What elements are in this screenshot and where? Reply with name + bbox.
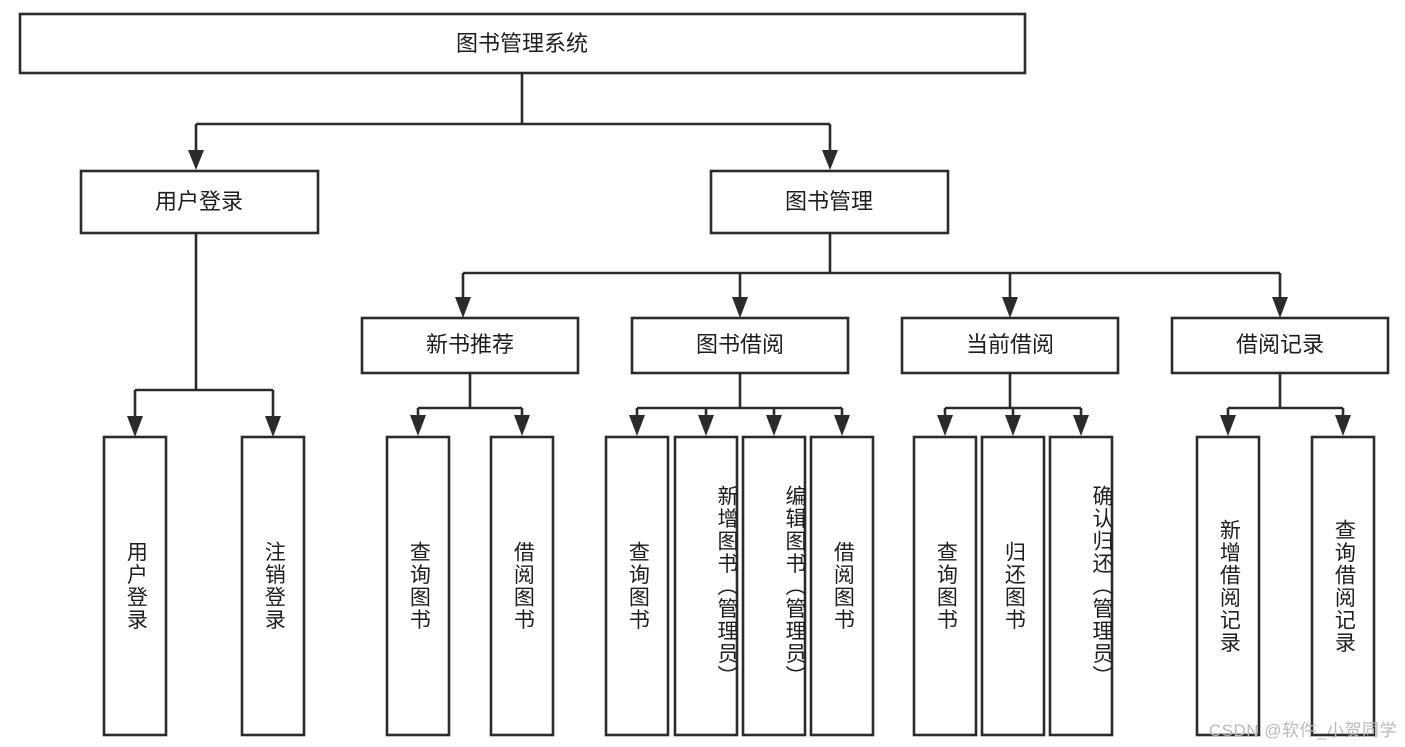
node-root[interactable]: 图书管理系统: [18, 12, 1027, 75]
leaf-box-user-login-1[interactable]: [240, 435, 306, 737]
connector-book-manage-to-level3: [455, 233, 1288, 318]
leaf-box-borrow-record-1[interactable]: [1310, 435, 1376, 737]
leaf-box-current-borrow-2[interactable]: [1048, 435, 1114, 737]
node-user-login-label: 用户登录: [155, 189, 243, 214]
leaf-box-user-login-0[interactable]: [102, 435, 168, 737]
node-borrow-record[interactable]: 借阅记录: [1170, 316, 1390, 375]
node-root-label: 图书管理系统: [456, 31, 588, 56]
connector-new-book-to-leaves: [410, 373, 530, 436]
node-book-manage[interactable]: 图书管理: [709, 169, 950, 235]
connector-user-login-to-leaves: [127, 233, 281, 437]
node-book-borrow[interactable]: 图书借阅: [630, 316, 850, 375]
leaf-box-borrow-record-0[interactable]: [1195, 435, 1261, 737]
leaf-box-current-borrow-1[interactable]: [980, 435, 1046, 737]
connector-book-borrow-to-leaves: [629, 373, 850, 436]
node-user-login[interactable]: 用户登录: [79, 169, 320, 235]
connector-root-to-level2: [188, 73, 838, 170]
watermark-text: CSDN @软件_小贺同学: [1208, 721, 1397, 740]
leaf-box-book-borrow-3[interactable]: [809, 435, 875, 737]
leaf-box-book-borrow-2[interactable]: [741, 435, 807, 737]
node-current-borrow-label: 当前借阅: [966, 332, 1054, 357]
leaf-box-current-borrow-0[interactable]: [912, 435, 978, 737]
leaf-box-book-borrow-0[interactable]: [604, 435, 670, 737]
leaf-box-new-book-0[interactable]: [385, 435, 451, 737]
node-new-book-recommend-label: 新书推荐: [426, 332, 514, 357]
leaf-box-book-borrow-1[interactable]: [673, 435, 739, 737]
node-book-borrow-label: 图书借阅: [696, 332, 784, 357]
connector-current-borrow-to-leaves: [937, 373, 1089, 436]
node-current-borrow[interactable]: 当前借阅: [900, 316, 1120, 375]
node-borrow-record-label: 借阅记录: [1236, 332, 1324, 357]
node-new-book-recommend[interactable]: 新书推荐: [360, 316, 580, 375]
node-book-manage-label: 图书管理: [785, 189, 873, 214]
connector-borrow-record-to-leaves: [1220, 373, 1351, 436]
leaf-box-new-book-1[interactable]: [489, 435, 555, 737]
